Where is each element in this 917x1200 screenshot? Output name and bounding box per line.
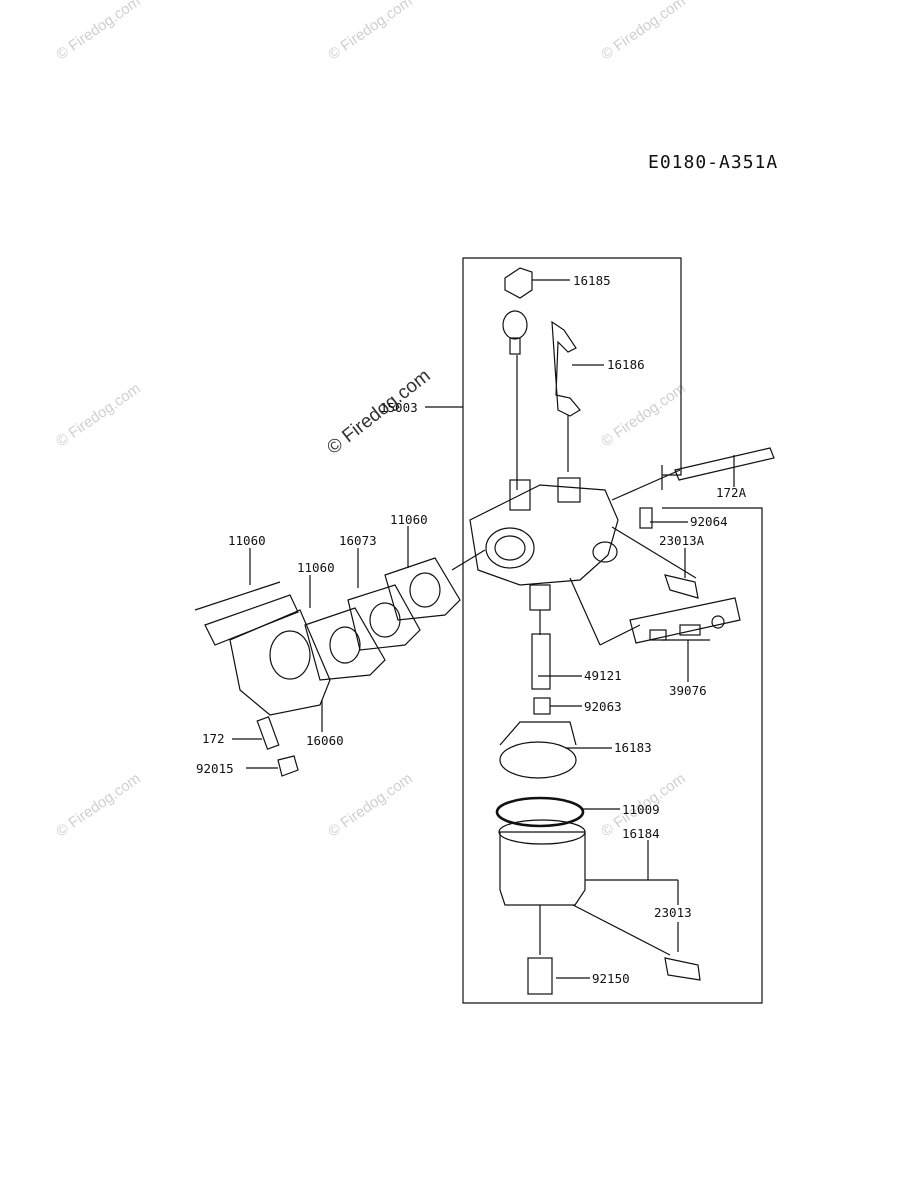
part-label-172: 172 [202, 731, 225, 746]
pilot-jet [674, 447, 775, 481]
part-label-15003: 15003 [380, 400, 418, 415]
part-label-11060: 11060 [390, 512, 428, 527]
part-label-11009: 11009 [622, 802, 660, 817]
part-label-92150: 92150 [592, 971, 630, 986]
part-label-16183: 16183 [614, 740, 652, 755]
assembly-bracket [462, 257, 763, 1004]
insulator-16073 [347, 584, 421, 651]
part-label-16073: 16073 [339, 533, 377, 548]
carburetor-body [469, 477, 619, 611]
throttle-lever [504, 267, 533, 299]
o-ring [495, 796, 585, 828]
part-label-23013: 23013 [654, 905, 692, 920]
drain-screw [527, 957, 553, 995]
part-label-16060: 16060 [306, 733, 344, 748]
part-label-39076: 39076 [669, 683, 707, 698]
stud-172 [256, 716, 280, 750]
gasket-11060-a [304, 607, 386, 681]
part-label-92063: 92063 [584, 699, 622, 714]
screw-23013a [664, 574, 699, 599]
bolt-23013 [664, 957, 701, 981]
nut-92015 [277, 755, 299, 777]
part-label-92064: 92064 [690, 514, 728, 529]
intake-pipe [194, 581, 331, 716]
float-bowl [498, 819, 586, 906]
part-label-16185: 16185 [573, 273, 611, 288]
part-label-172a: 172A [716, 485, 747, 500]
choke-shaft [551, 320, 581, 417]
part-label-92015: 92015 [196, 761, 234, 776]
gasket-11060-b [384, 557, 461, 621]
part-label-23013a: 23013A [659, 533, 705, 548]
part-label-16184: 16184 [622, 826, 660, 841]
part-label-11060: 11060 [228, 533, 266, 548]
part-label-49121: 49121 [584, 668, 622, 683]
diagram-code: E0180-A351A [648, 152, 779, 173]
jet-kit [629, 597, 741, 644]
part-92063 [533, 697, 551, 715]
part-label-11060: 11060 [297, 560, 335, 575]
screw-92064 [639, 507, 653, 529]
part-label-16186: 16186 [607, 357, 645, 372]
emulsion-tube [531, 633, 551, 690]
float [499, 721, 577, 779]
